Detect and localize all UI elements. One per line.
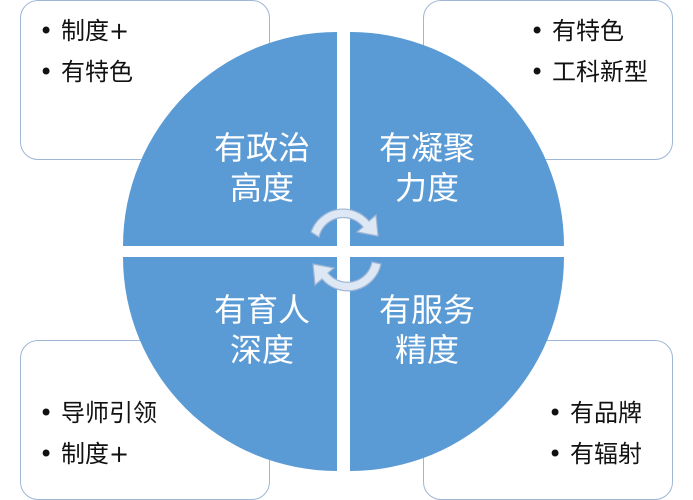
bullet-item: 有特色 [39,52,133,93]
bullet-item: 有辐射 [548,434,642,475]
quadrant-label-bottom-right: 有服务 精度 [362,290,492,370]
quadrant-bottom-left [123,257,337,471]
quadrant-label-line: 高度 [229,169,294,207]
quadrant-top-right [350,32,564,246]
quadrant-label-top-right: 有凝聚 力度 [362,128,492,208]
quadrant-label-line: 有政治 [213,129,310,167]
bullet-item: 导师引领 [39,393,157,434]
quadrant-label-bottom-left: 有育人 深度 [197,290,327,370]
bullet-item: 制度+ [39,11,133,52]
quadrant-label-line: 力度 [394,169,459,207]
quadrant-label-line: 有服务 [378,291,475,329]
top-right-bullet-list: 有特色 工科新型 [530,11,648,93]
quadrant-label-line: 深度 [229,331,294,369]
top-left-bullet-list: 制度+ 有特色 [39,11,133,93]
quadrant-top-left [123,32,337,246]
quadrant-label-top-left: 有政治 高度 [197,128,327,208]
cycle-arrows-icon [310,208,382,292]
bottom-right-bullet-list: 有品牌 有辐射 [548,393,642,475]
quadrant-label-line: 精度 [394,331,459,369]
bottom-left-bullet-list: 导师引领 制度+ [39,393,157,475]
bullet-item: 制度+ [39,434,157,475]
bullet-item: 有特色 [530,11,648,52]
bullet-item: 有品牌 [548,393,642,434]
bullet-item: 工科新型 [530,52,648,93]
quadrant-label-line: 有凝聚 [378,129,475,167]
quadrant-label-line: 有育人 [213,291,310,329]
quadrant-bottom-right [350,257,564,471]
